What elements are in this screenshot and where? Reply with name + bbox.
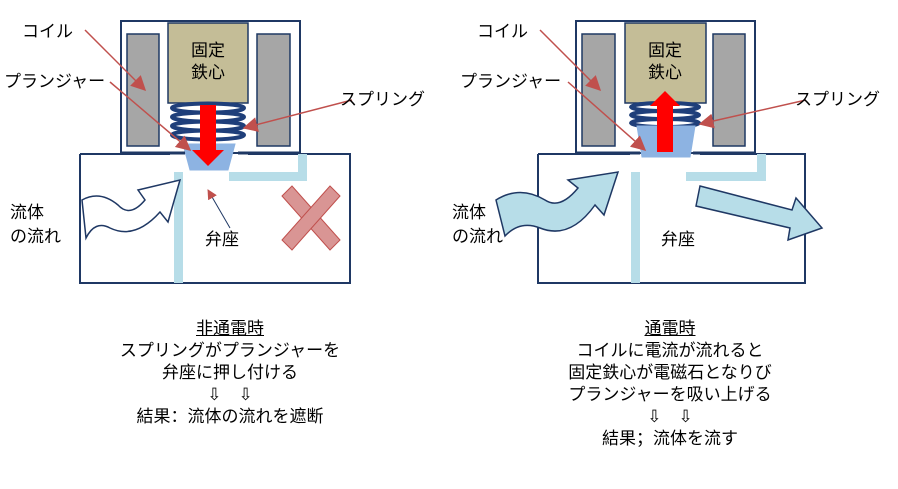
right-plunger-label: プランジャー [460,72,562,92]
right-caption-line1: コイルに電流が流れると [576,341,764,361]
right-core-label: 固定 鉄心 [625,40,705,84]
left-valve-seat-post [174,172,183,283]
right-valve-seat-top [686,172,766,181]
right-valve-body [537,153,806,284]
left-valve-body [79,153,351,284]
left-fixed-core [167,22,249,104]
right-caption-line3: プランジャーを吸い上げる [568,385,772,405]
left-fluid-arrow [81,178,182,241]
right-caption-title: 通電時 [644,319,696,339]
right-fluid-out-arrow [695,185,824,242]
left-valve-seat-top [229,172,307,181]
left-fluid-label-line2: の流れ [10,227,61,247]
left-spring-label: スプリング [340,90,425,110]
left-coil-bar-left [126,33,160,147]
right-valve [495,20,824,284]
left-caption-line2: 弁座に押し付ける [162,363,298,383]
left-caption-arrows: ⇩ ⇩ [207,385,253,405]
right-coil-bar-left [581,33,616,147]
right-coil-label: コイル [477,22,528,42]
left-caption-result: 結果：流体の流れを遮断 [136,407,324,427]
left-valve [79,20,353,284]
right-caption-line2: 固定鉄心が電磁石となりび [568,363,772,383]
left-seat-label: 弁座 [205,230,239,250]
right-coil-bar-right [712,33,746,147]
right-seat-label: 弁座 [661,230,695,250]
right-fluid-label: 流体 の流れ [452,201,503,249]
left-caption: 非通電時 スプリングがプランジャーを 弁座に押し付ける ⇩ ⇩ 結果：流体の流れ… [60,318,400,428]
left-blocked-cross-icon [281,185,341,251]
right-spring-label: スプリング [795,90,880,110]
left-plunger-label: プランジャー [4,72,106,92]
right-core-label-line1: 固定 [648,41,682,61]
right-fluid-in-arrow [495,171,620,238]
left-fluid-label-line1: 流体 [10,203,44,223]
right-valve-seat-post [631,172,640,283]
left-caption-line1: スプリングがプランジャーを [119,341,341,361]
left-core-label: 固定 鉄心 [168,40,248,84]
left-caption-title: 非通電時 [196,319,264,339]
right-core-label-line2: 鉄心 [648,63,682,83]
right-fluid-label-line1: 流体 [452,203,486,223]
left-core-label-line2: 鉄心 [191,63,225,83]
right-fixed-core [624,22,707,104]
right-caption-arrows: ⇩ ⇩ [647,407,693,427]
left-coil-label: コイル [22,22,73,42]
right-lift-arrow [650,91,680,152]
right-caption-result: 結果；流体を流す [602,429,738,449]
left-fluid-label: 流体 の流れ [10,201,61,249]
left-coil-bar-right [256,33,291,147]
left-core-label-line1: 固定 [191,41,225,61]
right-caption: 通電時 コイルに電流が流れると 固定鉄心が電磁石となりび プランジャーを吸い上げ… [500,318,840,450]
right-fluid-label-line2: の流れ [452,227,503,247]
left-push-arrow [192,105,224,166]
